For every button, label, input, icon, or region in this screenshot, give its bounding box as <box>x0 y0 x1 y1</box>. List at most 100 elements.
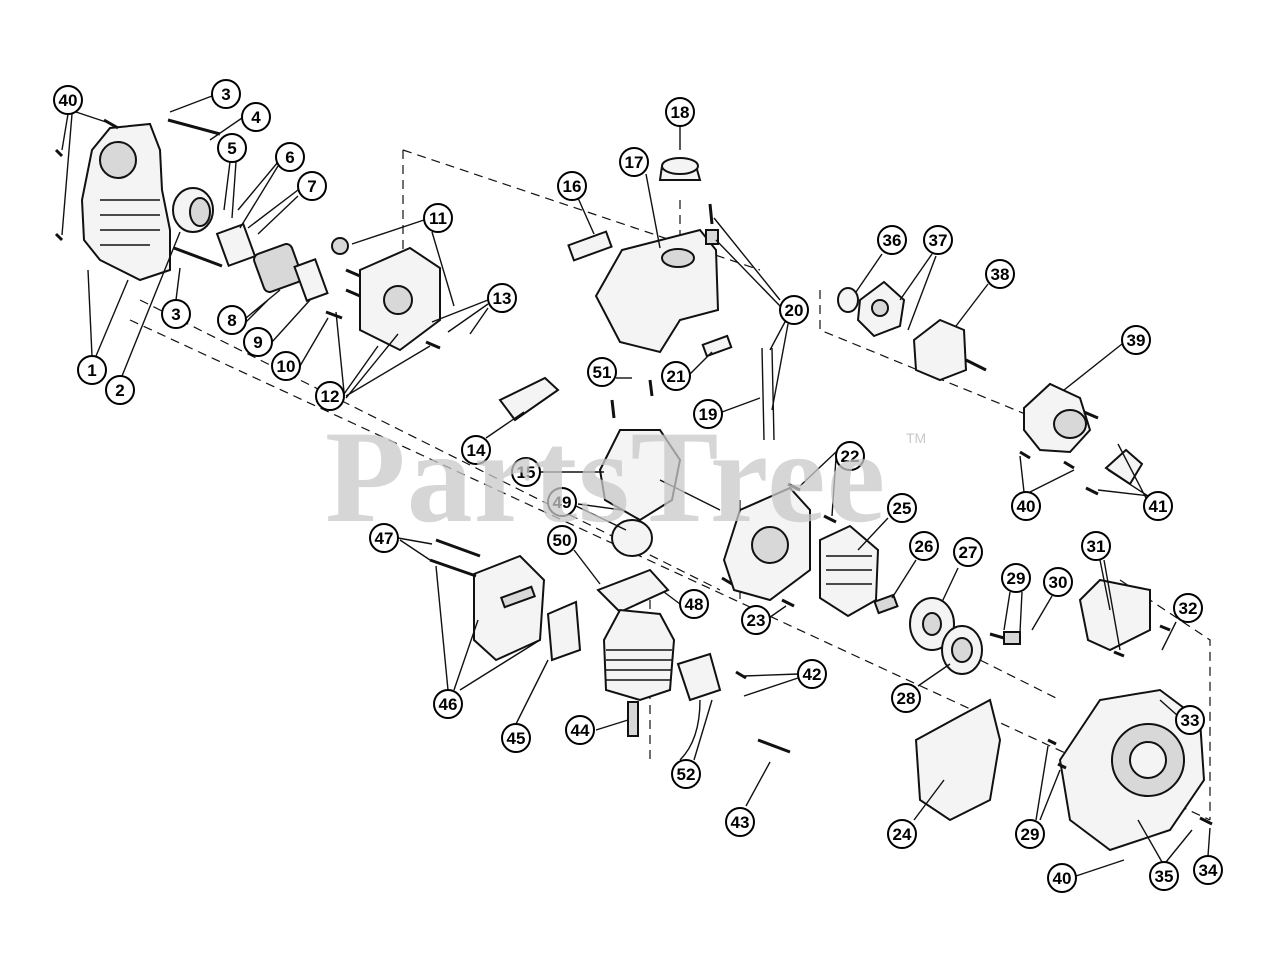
callout-3a: 3 <box>211 79 241 109</box>
callout-number: 17 <box>625 153 644 172</box>
callout-number: 4 <box>251 108 261 127</box>
fasteners <box>54 118 1213 826</box>
callout-circle <box>1143 491 1173 521</box>
callout-number: 30 <box>1049 573 1068 592</box>
callout-number: 42 <box>803 665 822 684</box>
callout-circle <box>511 457 541 487</box>
callout-circle <box>665 97 695 127</box>
callout-circle <box>271 351 301 381</box>
callout-number: 48 <box>685 595 704 614</box>
callout-15: 15 <box>511 457 541 487</box>
callout-12: 12 <box>315 381 345 411</box>
callout-circle <box>217 133 247 163</box>
callout-number: 52 <box>677 765 696 784</box>
callout-number: 41 <box>1149 497 1168 516</box>
callout-number: 6 <box>285 148 294 167</box>
callout-circle <box>877 225 907 255</box>
callout-number: 13 <box>493 289 512 308</box>
callout-circle <box>835 441 865 471</box>
callout-circle <box>1081 531 1111 561</box>
callout-number: 28 <box>897 689 916 708</box>
callout-number: 8 <box>227 311 236 330</box>
callout-number: 22 <box>841 447 860 466</box>
callout-17: 17 <box>619 147 649 177</box>
callout-circle <box>369 523 399 553</box>
callout-circle <box>243 327 273 357</box>
flywheel <box>819 524 880 618</box>
callout-number: 26 <box>915 537 934 556</box>
callout-6: 6 <box>275 142 305 172</box>
callout-number: 12 <box>321 387 340 406</box>
callout-33: 33 <box>1175 705 1205 735</box>
callout-number: 40 <box>59 91 78 110</box>
callout-circle <box>547 487 577 517</box>
callout-number: 46 <box>439 695 458 714</box>
callout-number: 7 <box>307 177 316 196</box>
engine-parts <box>80 122 1206 852</box>
callout-circle <box>923 225 953 255</box>
callout-circle <box>1175 705 1205 735</box>
callout-1: 1 <box>77 355 107 385</box>
callout-number: 47 <box>375 529 394 548</box>
callout-circle <box>565 715 595 745</box>
callout-14: 14 <box>461 435 491 465</box>
callout-48: 48 <box>679 589 709 619</box>
callout-circle <box>985 259 1015 289</box>
callout-circle <box>779 295 809 325</box>
callout-number: 16 <box>563 177 582 196</box>
callout-number: 37 <box>929 231 948 250</box>
callout-circle <box>891 683 921 713</box>
callout-number: 29 <box>1021 825 1040 844</box>
callout-40c: 40 <box>1047 863 1077 893</box>
callout-circle <box>217 305 247 335</box>
callout-number: 44 <box>571 721 590 740</box>
callout-3b: 3 <box>161 299 191 329</box>
callout-number: 10 <box>277 357 296 376</box>
callout-circle <box>953 537 983 567</box>
callout-46: 46 <box>433 689 463 719</box>
callout-29b: 29 <box>1015 819 1045 849</box>
callout-37: 37 <box>923 225 953 255</box>
callout-circle <box>679 589 709 619</box>
callout-39: 39 <box>1121 325 1151 355</box>
callout-number: 49 <box>553 493 572 512</box>
callout-50: 50 <box>547 525 577 555</box>
callout-21: 21 <box>661 361 691 391</box>
callout-circle <box>619 147 649 177</box>
callout-number: 38 <box>991 265 1010 284</box>
callout-23: 23 <box>741 605 771 635</box>
callout-40a: 40 <box>53 85 83 115</box>
callout-circle <box>587 357 617 387</box>
callout-number: 15 <box>517 463 536 482</box>
callout-number: 3 <box>171 305 180 324</box>
callout-circle <box>1001 563 1031 593</box>
callout-number: 9 <box>253 333 262 352</box>
callout-number: 1 <box>87 361 96 380</box>
callout-number: 39 <box>1127 331 1146 350</box>
callout-number: 3 <box>221 85 230 104</box>
callout-circle <box>1121 325 1151 355</box>
callout-circle <box>661 361 691 391</box>
callout-circle <box>693 399 723 429</box>
cylinder <box>602 608 676 702</box>
callout-circle <box>105 375 135 405</box>
callout-number: 5 <box>227 139 236 158</box>
callout-number: 51 <box>593 363 612 382</box>
callout-24: 24 <box>887 819 917 849</box>
callout-circle <box>433 689 463 719</box>
callout-circle <box>1047 863 1077 893</box>
leader-lines <box>61 95 1211 877</box>
callout-30: 30 <box>1043 567 1073 597</box>
guard <box>914 698 1002 822</box>
callout-35: 35 <box>1149 861 1179 891</box>
callout-42: 42 <box>797 659 827 689</box>
callout-number: 36 <box>883 231 902 250</box>
callout-51: 51 <box>587 357 617 387</box>
callout-circle <box>1011 491 1041 521</box>
callout-13: 13 <box>487 283 517 313</box>
callout-number: 18 <box>671 103 690 122</box>
callout-20: 20 <box>779 295 809 325</box>
callout-7: 7 <box>297 171 327 201</box>
callout-2: 2 <box>105 375 135 405</box>
